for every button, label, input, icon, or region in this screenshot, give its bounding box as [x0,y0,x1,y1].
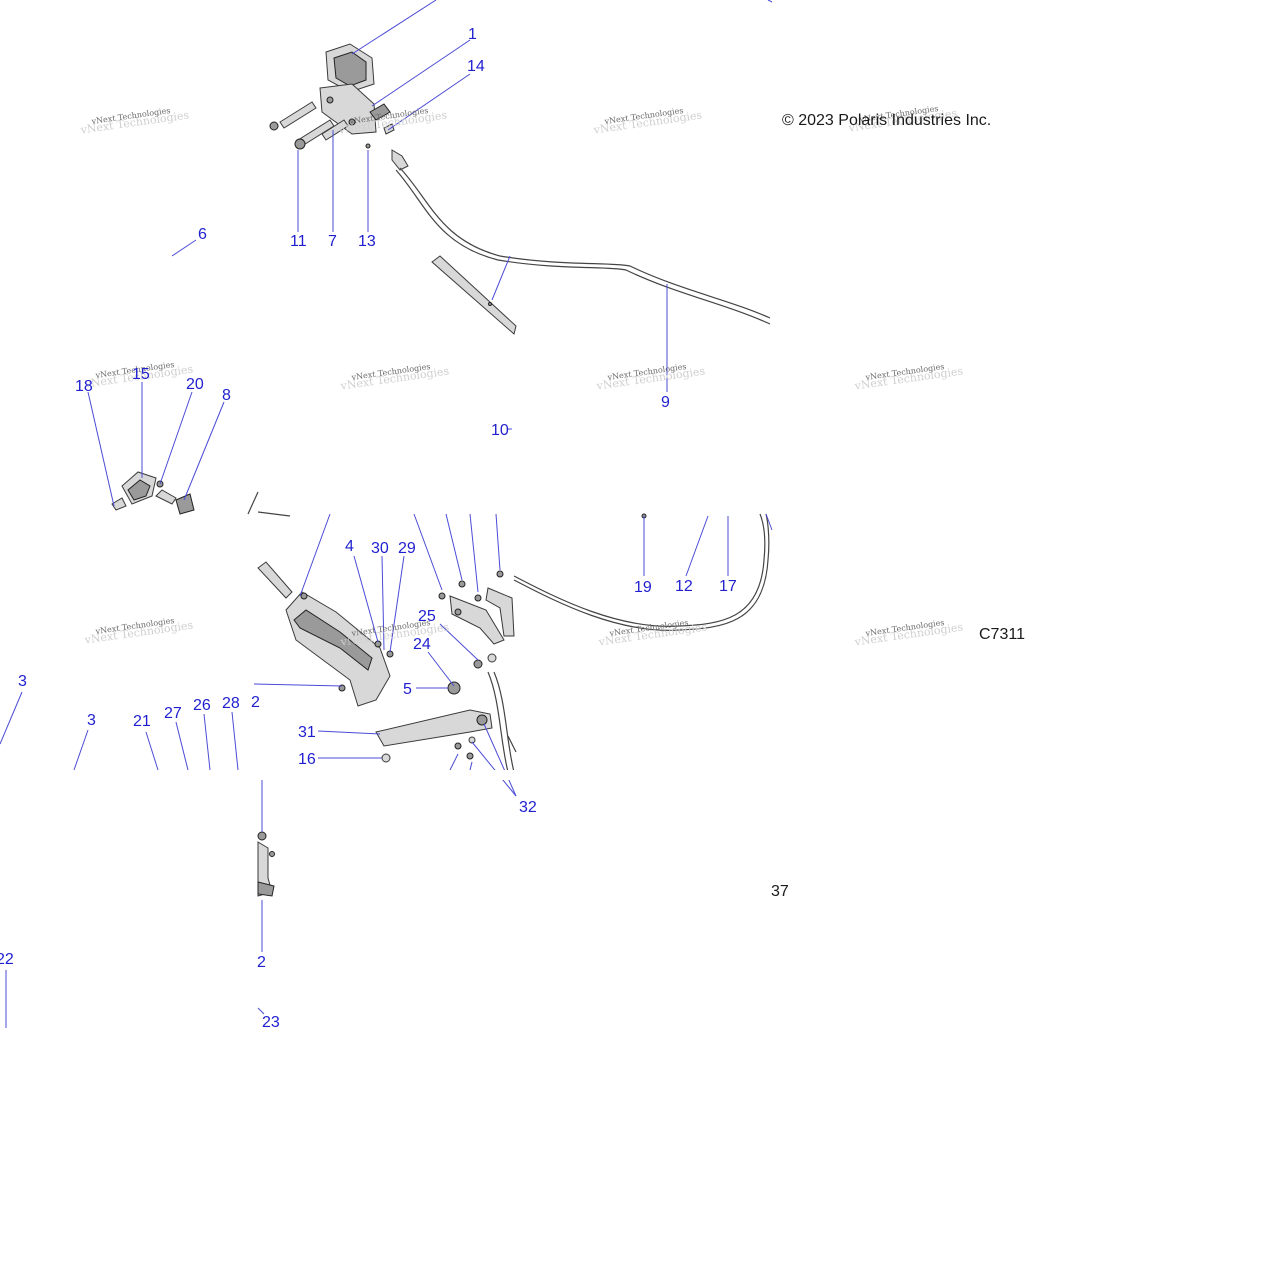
callout-31[interactable]: 31 [298,724,316,741]
callout-25[interactable]: 25 [418,608,436,625]
callout-19[interactable]: 19 [634,579,652,596]
latch-assembly [269,43,771,335]
callout-15[interactable]: 15 [132,366,150,383]
callout-26[interactable]: 26 [193,697,211,714]
callout-11[interactable]: 11 [290,233,307,250]
callout-3[interactable]: 3 [87,712,96,729]
tile-masks [257,770,772,780]
callout-5[interactable]: 5 [403,681,412,698]
callout-17[interactable]: 17 [719,578,737,595]
diagram-code: C7311 [979,626,1025,643]
callout-6[interactable]: 6 [198,226,207,243]
callout-2[interactable]: 2 [257,954,266,971]
callout-7[interactable]: 7 [328,233,337,250]
callout-22[interactable]: 22 [0,951,14,968]
callout-8[interactable]: 8 [222,387,231,404]
page-number: 37 [771,883,789,900]
leader-lines [0,0,773,1028]
callout-24[interactable]: 24 [413,636,431,653]
callout-4[interactable]: 4 [345,538,354,555]
callout-16[interactable]: 16 [298,751,316,768]
release-mechanism [111,471,291,517]
callout-28[interactable]: 28 [222,695,240,712]
callout-29[interactable]: 29 [398,540,416,557]
callout-18[interactable]: 18 [75,378,93,395]
callout-10[interactable]: 10 [491,422,509,439]
callout-3[interactable]: 3 [18,673,27,690]
callout-20[interactable]: 20 [186,376,204,393]
callout-14[interactable]: 14 [467,58,485,75]
mount-bracket-assembly [257,561,517,773]
callouts: 1 14 11 7 13 6 9 10 18 15 20 8 19 12 17 … [0,26,737,1031]
callout-12[interactable]: 12 [675,578,693,595]
callout-1[interactable]: 1 [468,26,477,43]
callout-30[interactable]: 30 [371,540,389,557]
lower-bracket [257,831,275,897]
callout-21[interactable]: 21 [133,713,151,730]
callout-23[interactable]: 23 [262,1014,280,1031]
callout-27[interactable]: 27 [164,705,182,722]
callout-13[interactable]: 13 [358,233,376,250]
callout-9[interactable]: 9 [661,394,670,411]
callout-32[interactable]: 32 [519,799,537,816]
cable-run [513,513,770,631]
callout-2[interactable]: 2 [251,694,260,711]
copyright-notice: © 2023 Polaris Industries Inc. [782,112,991,129]
